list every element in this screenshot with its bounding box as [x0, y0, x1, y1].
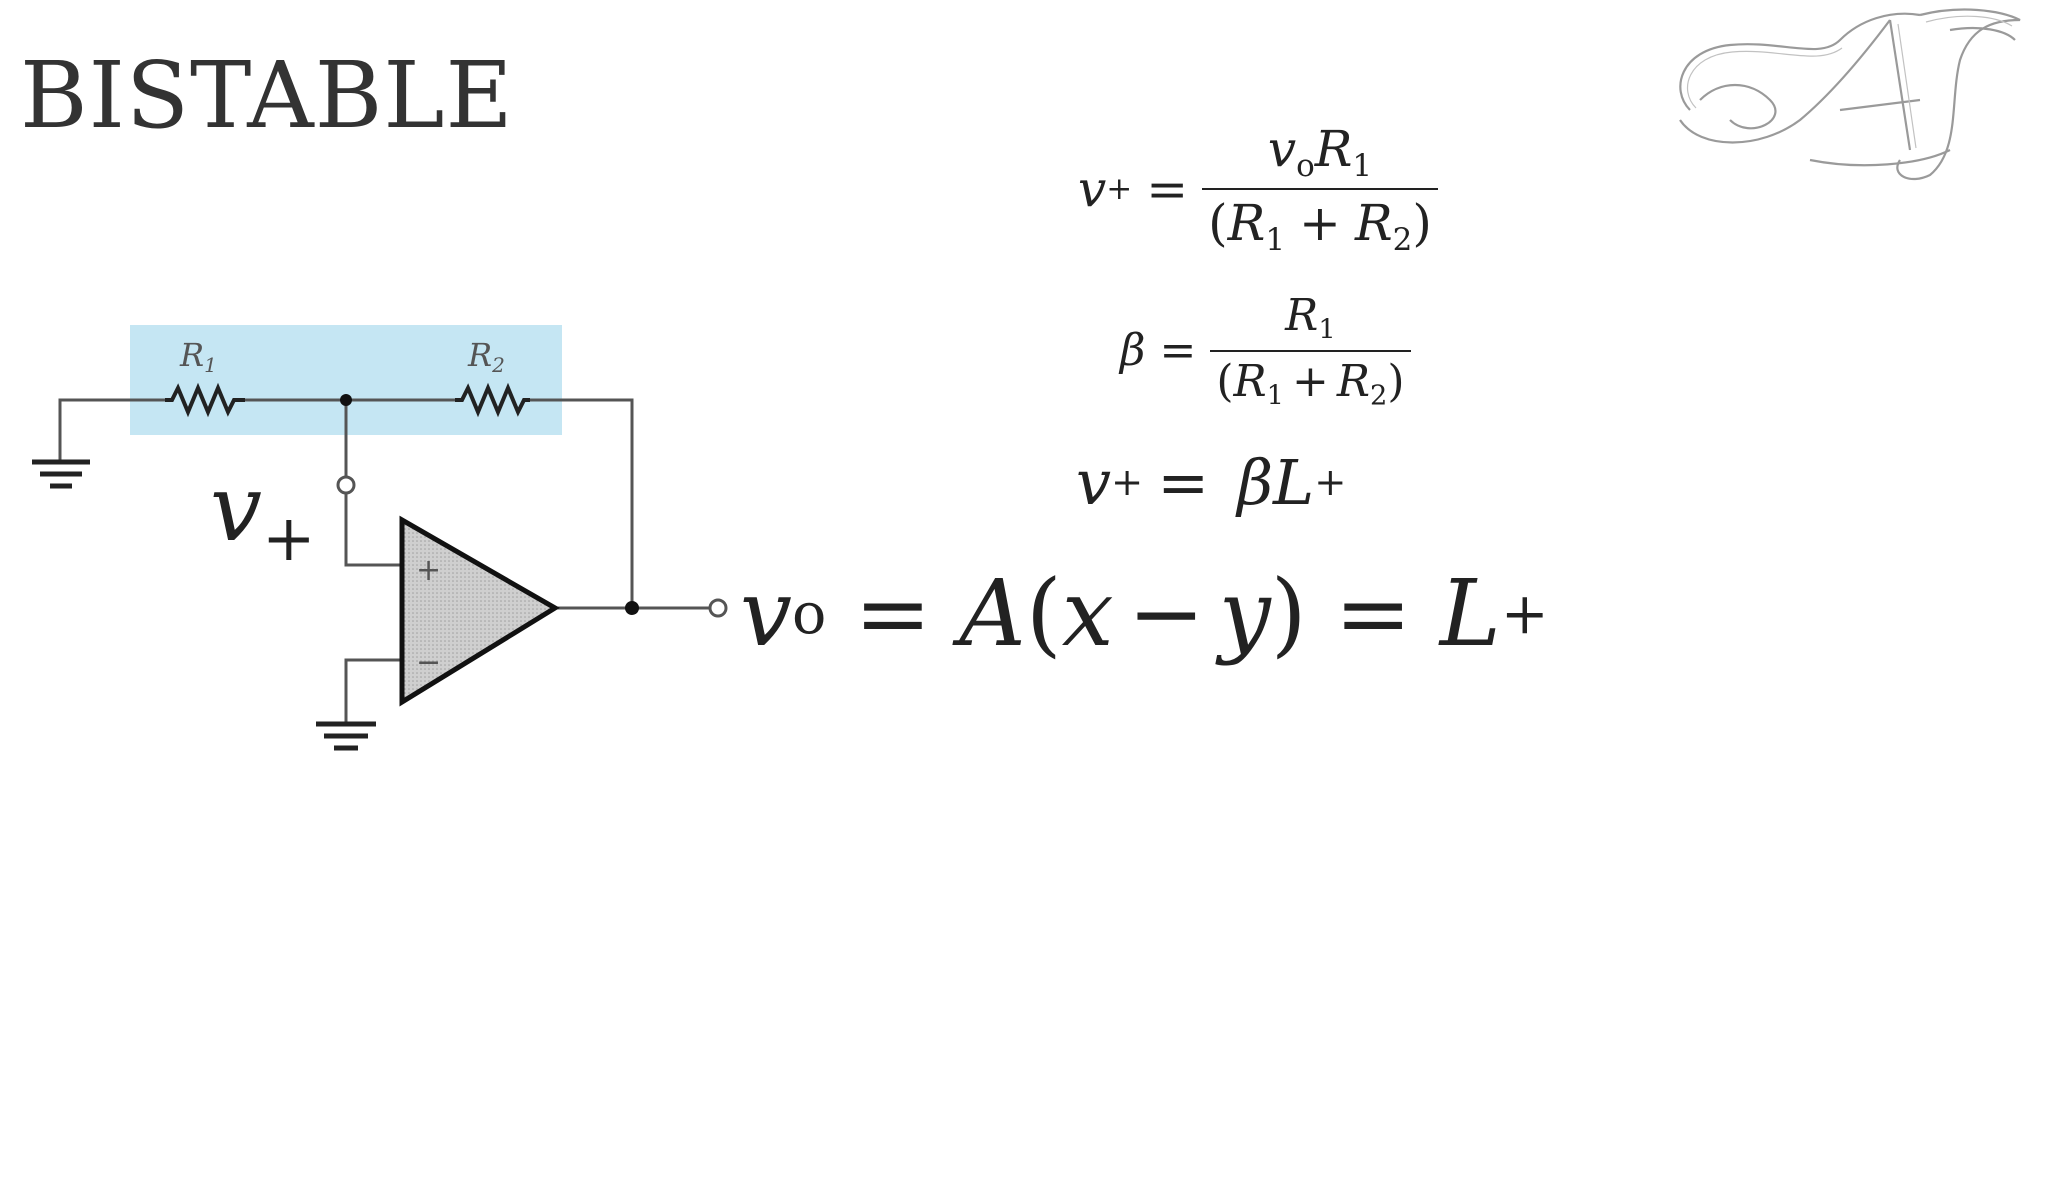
output-terminal	[708, 598, 728, 618]
eq4-rhs-sub: +	[1500, 580, 1549, 647]
eq1-num-var2: R	[1314, 120, 1353, 178]
eq2-numerator: R1	[1210, 290, 1411, 352]
eq4-func: A	[959, 560, 1026, 667]
junction-node-top	[340, 394, 352, 406]
eq2-num-var: R	[1285, 290, 1319, 341]
eq4-y: y	[1218, 560, 1271, 667]
eq4-rhs-var: L	[1439, 560, 1501, 667]
r1-label: R	[179, 336, 204, 374]
eq2-equals: =	[1159, 325, 1197, 377]
r2-label: R	[467, 336, 492, 374]
eq1-lhs-sub: +	[1106, 170, 1133, 207]
eq1-den-sub2: 2	[1392, 221, 1413, 258]
r1-subscript: 1	[204, 353, 217, 377]
eq1-den-sub1: 1	[1265, 221, 1286, 258]
equation-vplus-divider: v+ = voR1 (R1+R2)	[1078, 120, 1438, 258]
eq3-rhs-var2: L	[1273, 446, 1315, 519]
eq2-den-sub2: 2	[1370, 380, 1388, 412]
op-amp-plus-sign: +	[416, 553, 441, 588]
vplus-terminal	[336, 475, 356, 495]
eq4-equals1: =	[854, 560, 932, 667]
eq2-den-close: )	[1387, 355, 1405, 407]
eq4-x: x	[1061, 560, 1114, 667]
svg-text:R2: R2	[467, 336, 505, 377]
eq3-rhs-sub: +	[1314, 460, 1347, 505]
eq1-denominator: (R1+R2)	[1202, 190, 1438, 258]
eq4-lhs-sub: o	[791, 580, 827, 647]
bistable-circuit-diagram: R1 R2 + − v+	[32, 325, 728, 751]
eq1-den-plus: +	[1299, 193, 1341, 252]
slide-title: BISTABLE	[20, 42, 514, 149]
eq2-denominator: (R1+R2)	[1210, 352, 1410, 412]
vplus-label: v	[210, 455, 262, 562]
eq3-equals: =	[1157, 446, 1210, 519]
eq2-lhs-var: β	[1120, 325, 1146, 377]
eq2-fraction: R1 (R1+R2)	[1210, 290, 1411, 412]
eq1-den-var2: R	[1354, 193, 1393, 252]
eq1-num-sub2: 1	[1352, 147, 1373, 184]
eq1-num-var1: v	[1267, 120, 1297, 178]
eq4-open: (	[1025, 560, 1062, 667]
resistor-r2	[455, 382, 530, 418]
eq3-lhs-var: v	[1076, 446, 1112, 519]
eq4-minus: −	[1127, 560, 1205, 667]
eq1-den-var1: R	[1227, 193, 1266, 252]
eq1-equals: =	[1146, 159, 1189, 218]
eq1-numerator: voR1	[1202, 120, 1438, 190]
eq3-lhs-sub: +	[1111, 460, 1144, 505]
eq2-den-sub1: 1	[1266, 380, 1284, 412]
svg-text:v+: v+	[210, 455, 316, 576]
eq1-den-open: (	[1208, 193, 1228, 252]
resistor-r1	[165, 382, 245, 418]
eq2-den-var1: R	[1233, 355, 1267, 407]
eq4-close: )	[1270, 560, 1307, 667]
eq2-den-var2: R	[1336, 355, 1370, 407]
eq1-lhs-var: v	[1078, 159, 1107, 218]
eq2-den-plus: +	[1291, 355, 1329, 407]
eq2-num-sub: 1	[1318, 314, 1336, 346]
monogram-logo-icon	[1679, 8, 2021, 181]
eq4-equals2: =	[1334, 560, 1412, 667]
op-amp	[399, 515, 560, 707]
junction-node-output	[625, 601, 639, 615]
vplus-subscript: +	[262, 502, 316, 576]
eq3-rhs-var1: β	[1237, 446, 1274, 519]
eq1-num-sub1: o	[1296, 147, 1315, 184]
eq1-fraction: voR1 (R1+R2)	[1202, 120, 1438, 258]
op-amp-minus-sign: −	[416, 645, 441, 680]
eq1-den-close: )	[1412, 193, 1432, 252]
r2-subscript: 2	[491, 353, 505, 377]
eq4-lhs-var: v	[740, 560, 792, 667]
svg-text:R1: R1	[179, 336, 217, 377]
ground-symbol-bottom	[316, 721, 376, 751]
eq2-den-open: (	[1216, 355, 1234, 407]
equation-beta: β = R1 (R1+R2)	[1120, 290, 1411, 411]
ground-symbol-left	[32, 459, 90, 489]
